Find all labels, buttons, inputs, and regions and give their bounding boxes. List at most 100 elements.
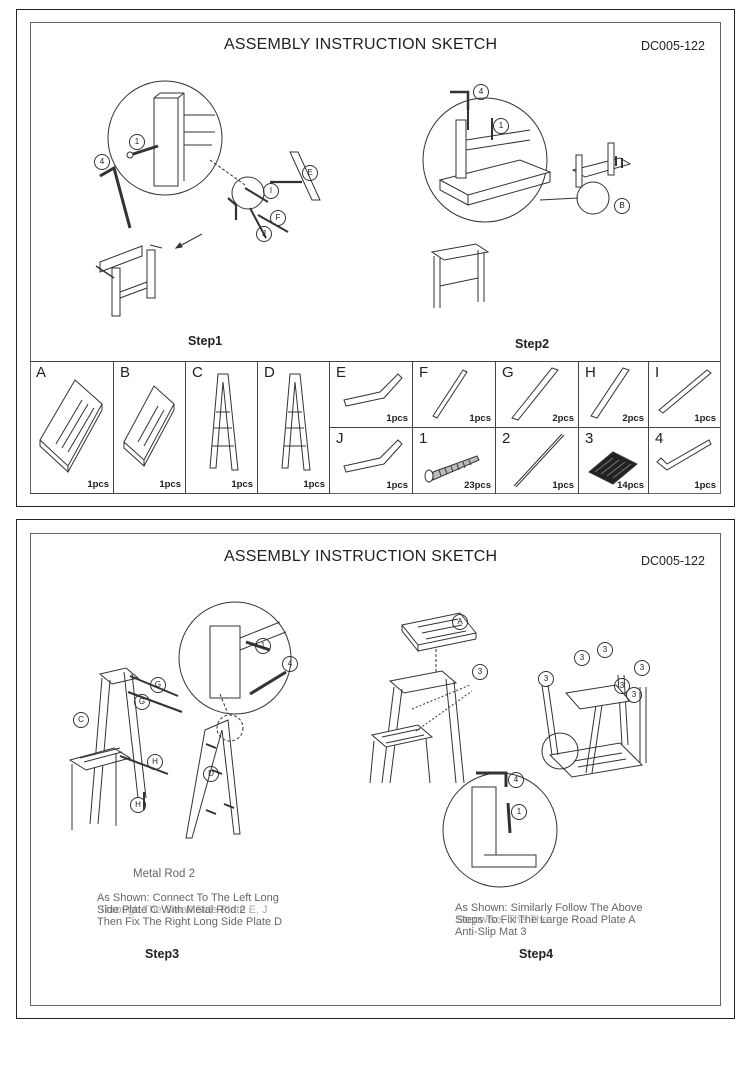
part-label: B (120, 364, 131, 381)
part-qty: 1pcs (552, 480, 574, 491)
step1-callout-J: J (256, 226, 272, 242)
part-F: F 1pcs (413, 362, 496, 428)
part-3-anti-slip-mat: 3 14pcs (579, 428, 649, 494)
part-qty: 1pcs (386, 413, 408, 424)
step4-callout-3-c: 3 (597, 642, 613, 658)
small-plate-E-drawing (343, 373, 403, 407)
step2-callout-B: B (614, 198, 630, 214)
step4-instruction-line2-overlap: Stepwise, The The (457, 914, 549, 926)
part-label: F (419, 364, 429, 381)
step4-instruction-line3: Anti-Slip Mat 3 (455, 926, 527, 938)
step2-illustration (410, 80, 670, 330)
part-qty: 1pcs (231, 479, 253, 490)
part-A: A 1pcs (30, 362, 114, 494)
part-H: H 2pcs (579, 362, 649, 428)
part-qty: 1pcs (694, 413, 716, 424)
step4-callout-3-b: 3 (574, 650, 590, 666)
instruction-sheet-1 (16, 9, 735, 507)
sheet-2-title: ASSEMBLY INSTRUCTION SKETCH (224, 548, 498, 565)
step1-label: Step1 (188, 334, 223, 348)
parts-list: A 1pcs B 1pcs C 1pcs D 1pcs E (30, 361, 720, 494)
part-qty: 2pcs (552, 413, 574, 424)
sheet-2-frame (30, 533, 721, 1006)
metal-rod-label: Metal Rod 2 (133, 868, 196, 880)
rod-I-drawing (658, 369, 712, 414)
step4-instruction-line2: Steps To Fix The Large Road Plate A (455, 914, 636, 926)
part-qty: 23pcs (464, 480, 491, 491)
step3-instruction-line2-overlap: Through The Small Side Plate E, J (99, 904, 268, 916)
metal-rod-icon (513, 433, 565, 488)
part-label: 4 (655, 430, 664, 447)
step4-callout-3-g: 3 (626, 687, 642, 703)
part-qty: 14pcs (617, 480, 644, 491)
step3-callout-H-top: H (147, 754, 163, 770)
step3-callout-H-bottom: H (130, 797, 146, 813)
sheet-2-model-code: DC005-122 (641, 554, 705, 568)
step1-illustration (30, 60, 360, 330)
step2-label: Step2 (515, 337, 550, 351)
step3-instruction-line1: As Shown: Connect To The Left Long (97, 892, 279, 904)
step4-callout-3-e: 3 (538, 671, 554, 687)
screw-icon (424, 455, 480, 483)
part-label: H (585, 364, 596, 381)
panel-B-drawing (123, 385, 175, 468)
step4-callout-3-d: 3 (634, 660, 650, 676)
step1-callout-4: 4 (94, 154, 110, 170)
part-label: C (192, 364, 203, 381)
bar-F-drawing (432, 369, 468, 419)
part-qty: 1pcs (159, 479, 181, 490)
step2-callout-4: 4 (473, 84, 489, 100)
step3-callout-1: 1 (255, 638, 271, 654)
step4-callout-A: A (452, 614, 468, 630)
step3-callout-4: 4 (282, 656, 298, 672)
part-1-screw: 1 23pcs (413, 428, 496, 494)
side-plate-D-drawing (281, 373, 311, 471)
step4-callout-3-f: 3 (614, 678, 630, 694)
step3-illustration (60, 598, 310, 858)
part-label: G (502, 364, 514, 381)
anti-slip-mat-icon (588, 451, 638, 485)
sheet-1-title: ASSEMBLY INSTRUCTION SKETCH (224, 36, 498, 53)
part-qty: 1pcs (694, 480, 716, 491)
hex-key-icon (656, 439, 712, 471)
part-label: D (264, 364, 275, 381)
part-qty: 2pcs (622, 413, 644, 424)
sheet-1-frame (30, 22, 721, 494)
step2-detail-circle (423, 98, 547, 222)
step3-callout-D: D (203, 766, 219, 782)
part-E: E 1pcs (330, 362, 413, 428)
step4-detail-circle (443, 773, 557, 887)
part-label: J (336, 430, 344, 447)
part-2-metal-rod: 2 1pcs (496, 428, 579, 494)
part-qty: 1pcs (87, 479, 109, 490)
part-B: B 1pcs (114, 362, 186, 494)
step4-callout-1: 1 (511, 804, 527, 820)
step4-label: Step4 (519, 947, 554, 961)
part-J: J 1pcs (330, 428, 413, 494)
bar-G-drawing (511, 367, 559, 421)
step4-callout-4: 4 (508, 772, 524, 788)
step4-illustration (360, 605, 680, 895)
part-label: A (36, 364, 47, 381)
bar-H-drawing (590, 367, 630, 419)
step1-detail-circle (108, 81, 222, 195)
part-qty: 1pcs (469, 413, 491, 424)
part-C: C 1pcs (186, 362, 258, 494)
part-label: 3 (585, 430, 594, 447)
step3-label: Step3 (145, 947, 180, 961)
part-label: 1 (419, 430, 428, 447)
part-4-hex-key: 4 1pcs (649, 428, 720, 494)
side-plate-C-drawing (209, 373, 239, 471)
step1-callout-F: F (270, 210, 286, 226)
part-qty: 1pcs (386, 480, 408, 491)
sheet-1-model-code: DC005-122 (641, 39, 705, 53)
step3-callout-G-top: G (150, 677, 166, 693)
part-qty: 1pcs (303, 479, 325, 490)
part-label: I (655, 364, 660, 381)
step1-callout-1: 1 (129, 134, 145, 150)
instruction-sheet-2 (16, 519, 735, 1019)
step3-callout-G-bottom: G (134, 694, 150, 710)
step3-instruction-line3: Then Fix The Right Long Side Plate D (97, 916, 283, 928)
step2-callout-1: 1 (493, 118, 509, 134)
step3-instruction-line2: Side Plate C With Metal Rod 2 (97, 904, 246, 916)
